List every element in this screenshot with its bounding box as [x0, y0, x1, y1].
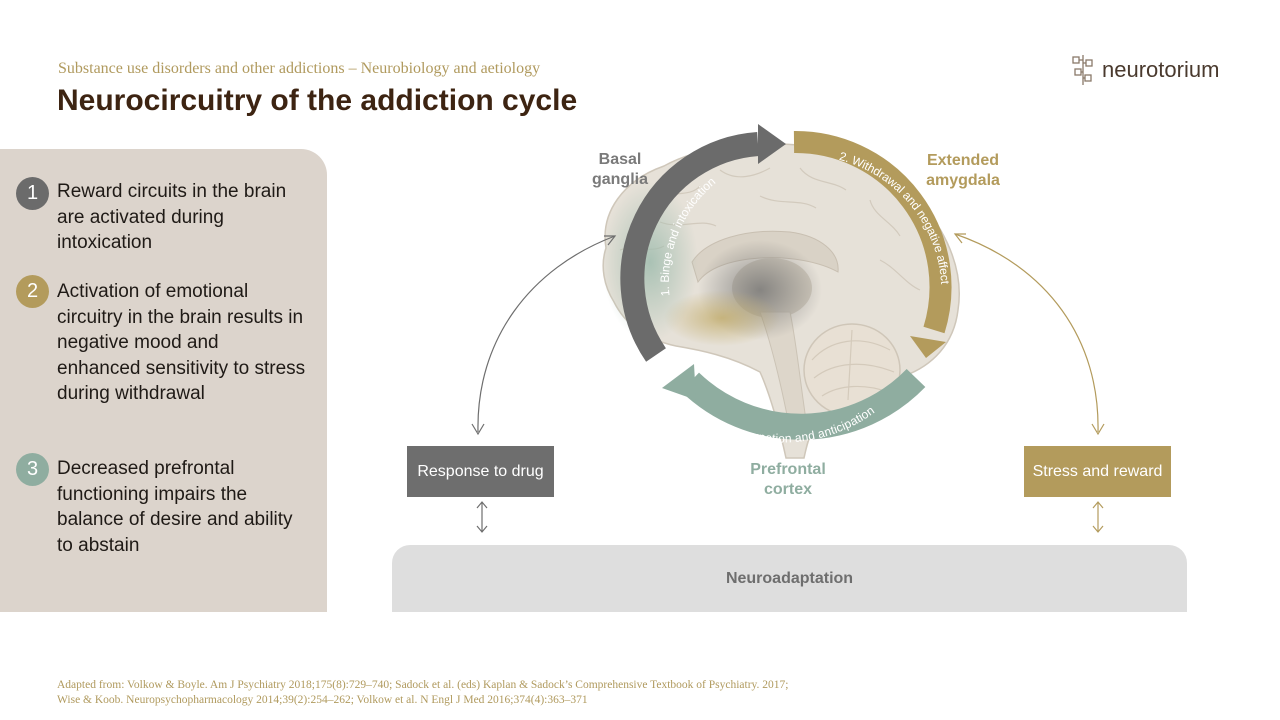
- neuroadaptation-label: Neuroadaptation: [725, 569, 854, 587]
- reference-line-1: Adapted from: Volkow & Boyle. Am J Psych…: [57, 679, 789, 691]
- basal-ganglia-label: Basal ganglia: [591, 151, 648, 188]
- stage-3-arc: [662, 364, 926, 440]
- point-3-text: Decreased prefrontal functioning impairs…: [57, 458, 293, 556]
- point-2-text: Activation of emotional circuitry in the…: [57, 281, 306, 404]
- amygdala-highlight: [664, 290, 780, 346]
- point-1-text: Reward circuits in the brain are activat…: [57, 181, 287, 253]
- point-1-badge: 1: [16, 177, 49, 210]
- stage-1-arc: [620, 124, 786, 362]
- references: Adapted from: Volkow & Boyle. Am J Psych…: [57, 678, 789, 708]
- key-points-panel: 1 Reward circuits in the brain are activ…: [0, 149, 327, 612]
- reference-line-2: Wise & Koob. Neuropsychopharmacology 201…: [57, 694, 588, 706]
- logo-icon: [1072, 55, 1093, 85]
- right-double-arrow: [1092, 501, 1104, 533]
- point-3-badge: 3: [16, 453, 49, 486]
- right-feedback-arrow: [953, 233, 1105, 436]
- slide-subtitle: Substance use disorders and other addict…: [58, 60, 541, 77]
- left-double-arrow: [476, 501, 488, 533]
- neurotorium-logo: neurotorium: [1070, 54, 1219, 86]
- point-2-badge: 2: [16, 275, 49, 308]
- extended-amygdala-label: Extended amygdala: [926, 152, 1000, 189]
- logo-text: neurotorium: [1102, 57, 1220, 82]
- response-to-drug-box: Response to drug: [407, 446, 554, 497]
- stage-2-arc: [793, 130, 952, 358]
- neuroadaptation-bar: Neuroadaptation: [392, 545, 1187, 612]
- prefrontal-cortex-label: Prefrontal cortex: [750, 461, 826, 498]
- stress-and-reward-box: Stress and reward: [1024, 446, 1171, 497]
- left-feedback-arrow: [471, 235, 617, 436]
- slide-title: Neurocircuitry of the addiction cycle: [57, 84, 578, 117]
